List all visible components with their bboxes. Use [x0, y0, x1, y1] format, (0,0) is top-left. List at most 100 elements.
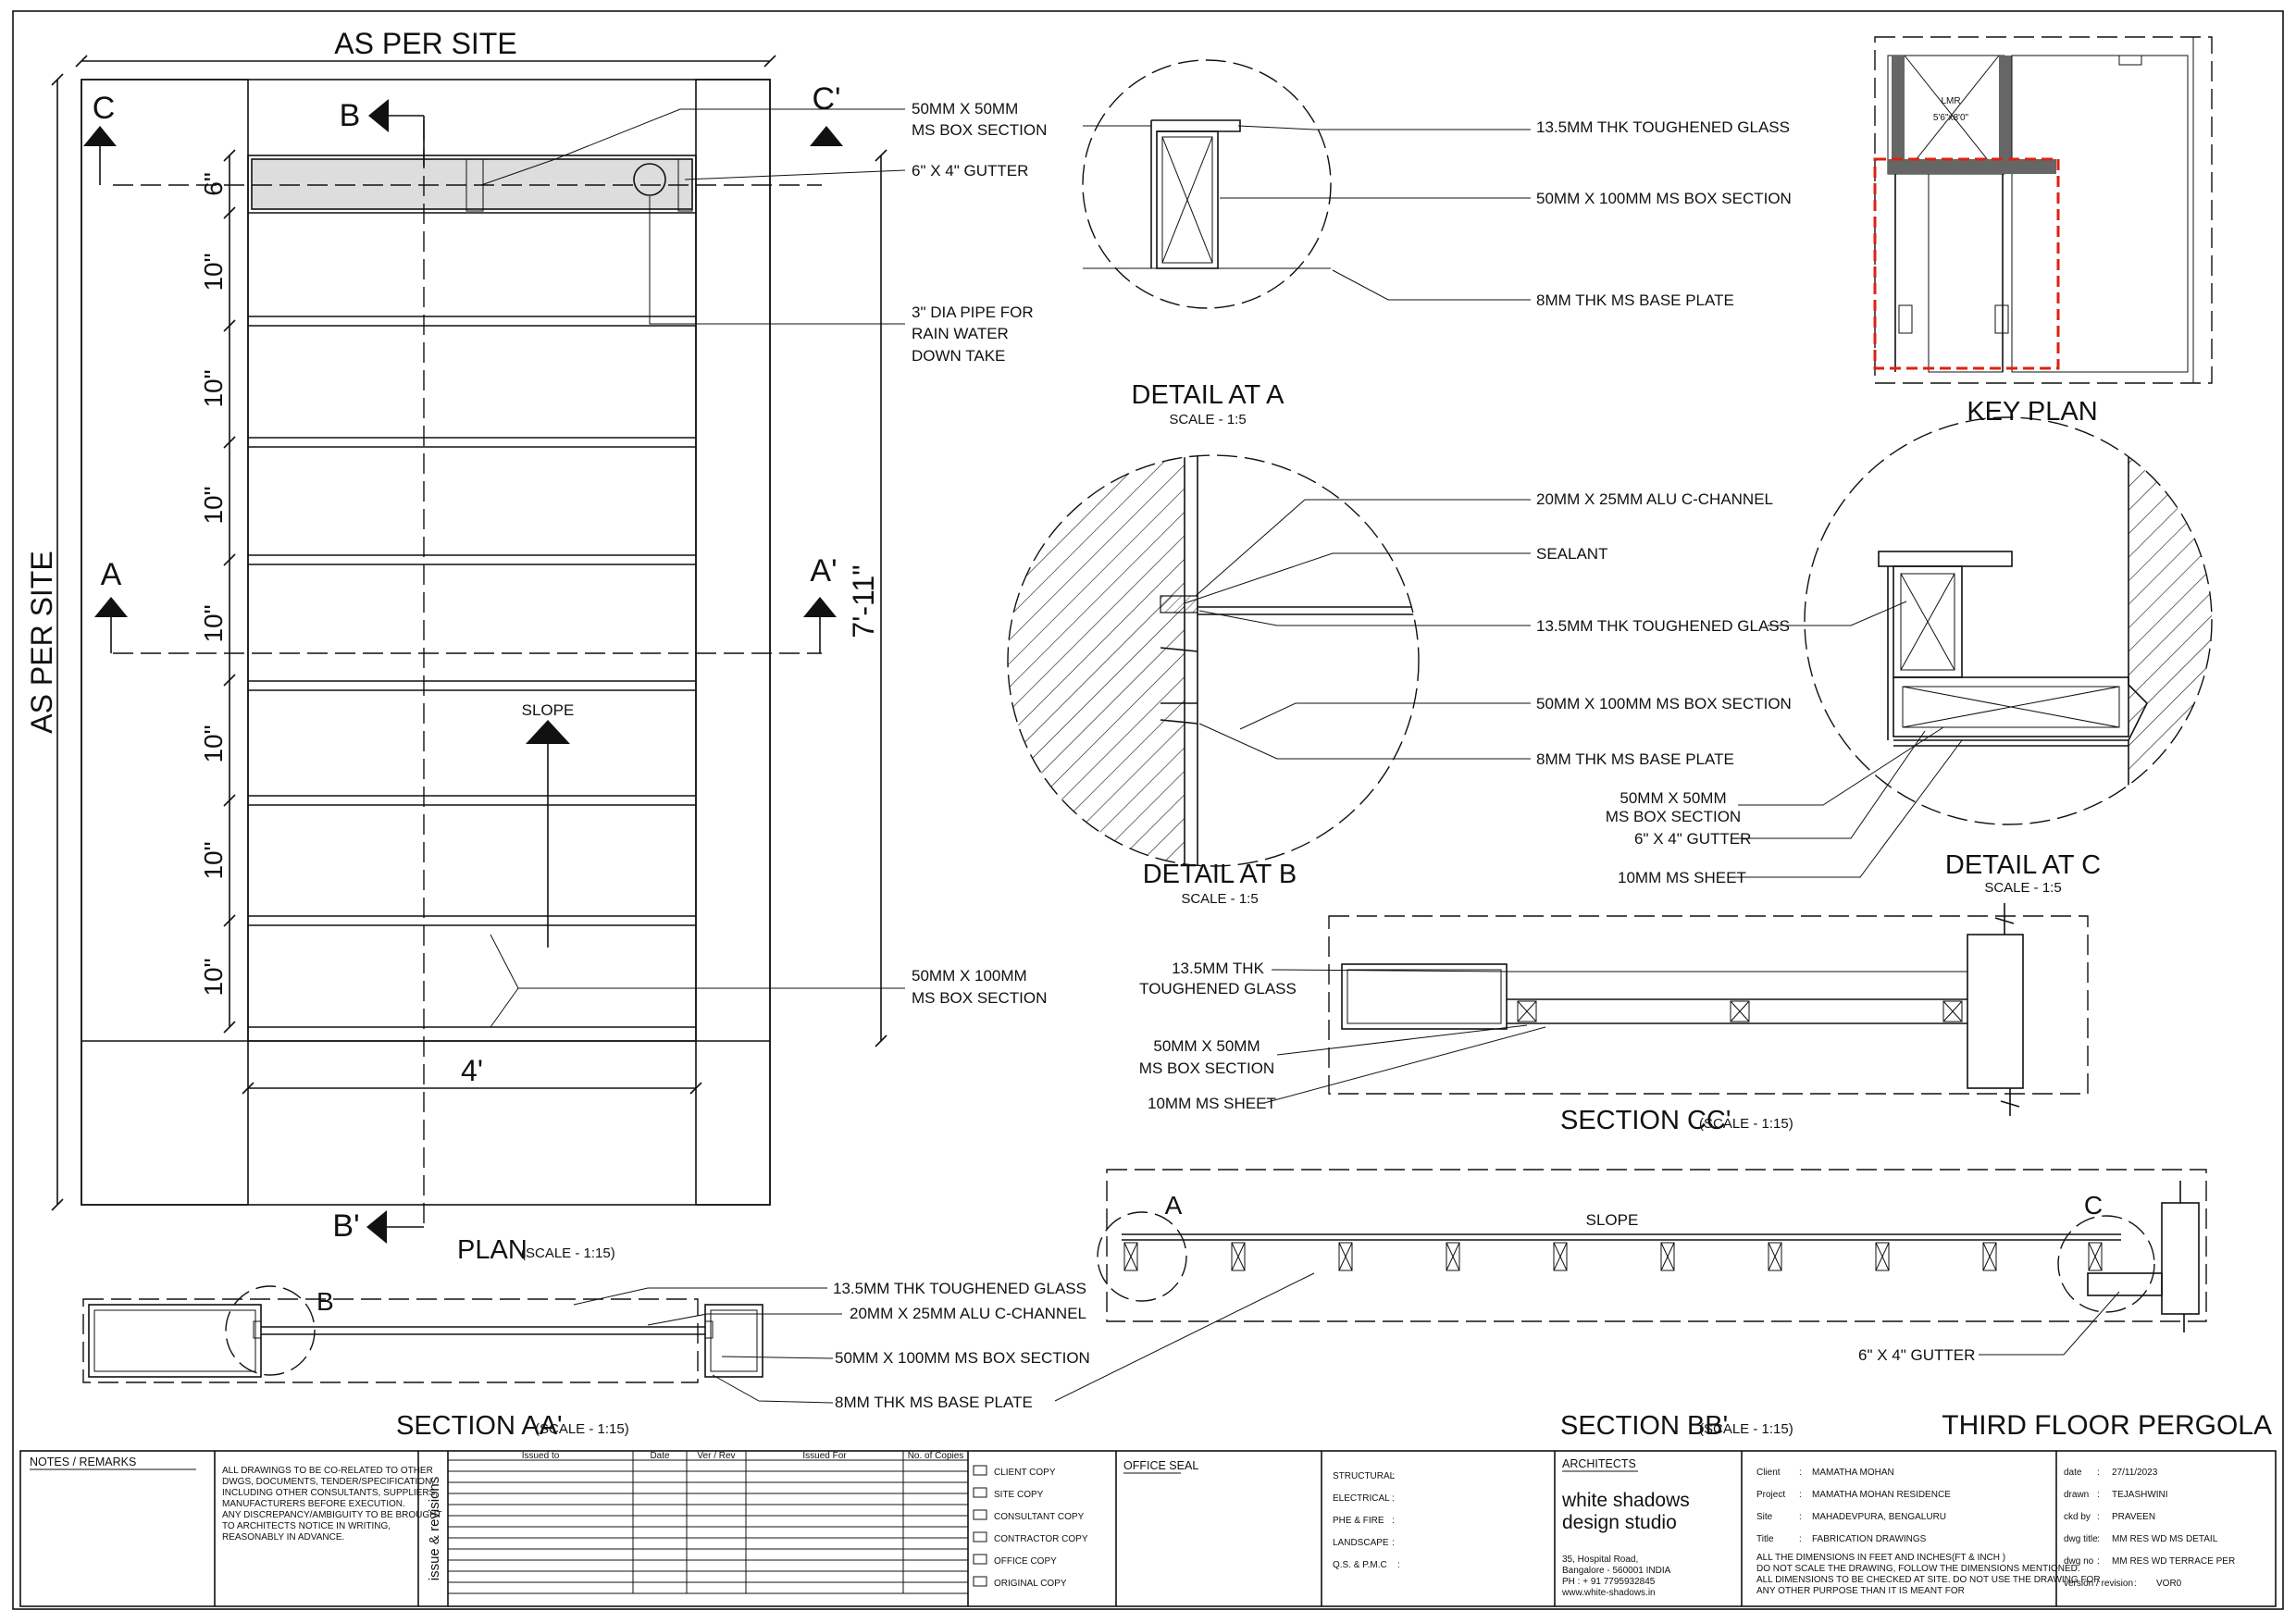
section-cc-title: SECTION CC' — [1560, 1106, 1731, 1135]
meta-label-dwg-title: dwg title — [2064, 1534, 2098, 1544]
note-line-6: TO ARCHITECTS NOTICE IN WRITING, — [222, 1521, 391, 1531]
copy-site: SITE COPY — [994, 1490, 1044, 1500]
checkbox-consultant-copy[interactable] — [973, 1509, 987, 1520]
dwg-no-value: MM RES WD TERRACE PER — [2112, 1556, 2235, 1567]
note-box100-2: MS BOX SECTION — [912, 989, 1047, 1007]
detail-c-note-3: 6" X 4" GUTTER — [1634, 830, 1751, 848]
detail-b-note-1: 20MM X 25MM ALU C-CHANNEL — [1536, 490, 1773, 508]
svg-text::: : — [2097, 1556, 2100, 1567]
issue-col-copies: No. of Copies — [908, 1451, 964, 1461]
disclaimer-1: ALL THE DIMENSIONS IN FEET AND INCHES(FT… — [1756, 1553, 2005, 1563]
client-value: MAMATHA MOHAN — [1812, 1468, 1894, 1478]
site-value: MAHADEVPURA, BENGALURU — [1812, 1512, 1946, 1522]
title-block: NOTES / REMARKS ALL DRAWINGS TO BE CO-RE… — [19, 1450, 2277, 1607]
svg-text::: : — [1799, 1468, 1802, 1478]
consultant-landscape: LANDSCAPE — [1333, 1538, 1389, 1548]
copy-office: OFFICE COPY — [994, 1556, 1057, 1567]
project-value: MAMATHA MOHAN RESIDENCE — [1812, 1490, 1951, 1500]
section-cc-note-2: TOUGHENED GLASS — [1139, 980, 1297, 997]
ckd-value: PRAVEEN — [2112, 1512, 2155, 1522]
detail-b-scale: SCALE - 1:5 — [1181, 891, 1258, 907]
note-box50-2: MS BOX SECTION — [912, 121, 1047, 139]
section-aa-note-3: 50MM X 100MM MS BOX SECTION — [835, 1349, 1090, 1367]
meta-label-ckd: ckd by — [2064, 1512, 2091, 1522]
section-bb-mark-c: C — [2084, 1191, 2103, 1220]
detail-b-note-2: SEALANT — [1536, 545, 1607, 563]
key-plan-title: KEY PLAN — [1967, 397, 2097, 427]
note-pipe-1: 3" DIA PIPE FOR — [912, 304, 1034, 321]
section-aa: B 13.5MM THK TOUGHENED GLASS 20MM X 25MM… — [82, 1272, 1315, 1441]
note-line-7: REASONABLY IN ADVANCE. — [222, 1532, 344, 1542]
info-label-site: Site — [1756, 1512, 1773, 1522]
key-plan-lmr-dim: 5'6"x8'0" — [1933, 113, 1969, 123]
bay-dim-6: 10" — [199, 725, 228, 762]
checkbox-contractor-copy[interactable] — [973, 1531, 987, 1542]
issue-col-issued-for: Issued For — [802, 1451, 847, 1461]
section-bb-mark-a: A — [1165, 1191, 1183, 1220]
disclaimer-2: DO NOT SCALE THE DRAWING, FOLLOW THE DIM… — [1756, 1564, 2080, 1574]
section-bb-slope: SLOPE — [1586, 1211, 1639, 1229]
checkbox-office-copy[interactable] — [973, 1554, 987, 1565]
svg-text::: : — [1392, 1471, 1395, 1481]
detail-b-note-3: 13.5MM THK TOUGHENED GLASS — [1536, 617, 1790, 635]
firm-name-2: design studio — [1562, 1512, 1677, 1533]
section-bb-gutter: 6" X 4" GUTTER — [1858, 1346, 1975, 1364]
bay-dim-7: 10" — [199, 841, 228, 879]
meta-label-dwg-no: dwg no — [2064, 1556, 2094, 1567]
date-value: 27/11/2023 — [2112, 1468, 2158, 1478]
address-1: 35, Hospital Road, — [1562, 1555, 1638, 1565]
bay-dim-8: 10" — [199, 958, 228, 996]
section-cc-note-4: MS BOX SECTION — [1139, 1059, 1274, 1077]
plan-outline — [81, 79, 771, 1206]
gutter-strip — [251, 158, 693, 210]
detail-a: 13.5MM THK TOUGHENED GLASS 50MM X 100MM … — [1082, 59, 1792, 427]
architects-label: ARCHITECTS — [1562, 1457, 1636, 1470]
note-box100-1: 50MM X 100MM — [912, 967, 1027, 985]
detail-a-title: DETAIL AT A — [1132, 380, 1285, 410]
section-cc-scale: (SCALE - 1:15) — [1699, 1116, 1793, 1132]
svg-text::: : — [1397, 1560, 1400, 1570]
detail-b-note-4: 50MM X 100MM MS BOX SECTION — [1536, 695, 1792, 712]
svg-text::: : — [2097, 1468, 2100, 1478]
consultant-electrical: ELECTRICAL — [1333, 1493, 1390, 1504]
section-cc-note-1: 13.5MM THK — [1172, 960, 1264, 977]
note-pipe-3: DOWN TAKE — [912, 347, 1005, 365]
key-plan-lmr: LMR — [1941, 96, 1960, 106]
issue-col-ver: Ver / Rev — [697, 1451, 735, 1461]
note-line-1: ALL DRAWINGS TO BE CO-RELATED TO OTHER — [222, 1466, 433, 1476]
slope-label: SLOPE — [522, 701, 575, 719]
checkbox-site-copy[interactable] — [973, 1487, 987, 1498]
svg-text::: : — [2097, 1512, 2100, 1522]
copy-contractor: CONTRACTOR COPY — [994, 1534, 1088, 1544]
issue-col-date: Date — [650, 1451, 670, 1461]
issue-label: issue & revisions — [427, 1477, 442, 1581]
section-bb-title: SECTION BB' — [1560, 1411, 1728, 1441]
bay-dim-4: 10" — [199, 486, 228, 524]
bay-dim-2: 10" — [199, 253, 228, 291]
plan-title: PLAN — [457, 1235, 527, 1265]
section-cc-note-5: 10MM MS SHEET — [1148, 1095, 1276, 1112]
section-aa-mark: B — [316, 1287, 334, 1316]
svg-text::: : — [2097, 1490, 2100, 1500]
side-dimension: AS PER SITE — [25, 551, 58, 733]
address-3: PH : + 91 7795932845 — [1562, 1577, 1656, 1587]
section-aa-note-4: 8MM THK MS BASE PLATE — [835, 1394, 1033, 1411]
section-bb-scale: (SCALE - 1:15) — [1699, 1421, 1793, 1437]
sheet-title: THIRD FLOOR PERGOLA — [1942, 1410, 2272, 1441]
detail-c-note-1: 50MM X 50MM — [1620, 789, 1726, 807]
plan-scale: (SCALE - 1:15) — [521, 1245, 615, 1261]
notes-label: NOTES / REMARKS — [30, 1456, 136, 1468]
info-label-title: Title — [1756, 1534, 1774, 1544]
width-dimension: 4' — [461, 1054, 483, 1087]
note-line-3: INCLUDING OTHER CONSULTANTS, SUPPLIERS, — [222, 1488, 438, 1498]
address-2: Bangalore - 560001 INDIA — [1562, 1566, 1671, 1576]
detail-c: 50MM X 50MM MS BOX SECTION 6" X 4" GUTTE… — [1606, 416, 2213, 896]
checkbox-client-copy[interactable] — [973, 1465, 987, 1476]
consultant-phe: PHE & FIRE — [1333, 1516, 1384, 1526]
mark-c: C — [93, 91, 116, 126]
note-line-2: DWGS, DOCUMENTS, TENDER/SPECIFICATION, — [222, 1477, 434, 1487]
checkbox-original-copy[interactable] — [973, 1576, 987, 1587]
dwg-title-value: MM RES WD MS DETAIL — [2112, 1534, 2218, 1544]
disclaimer-4: ANY OTHER PURPOSE THAN IT IS MEANT FOR — [1756, 1586, 1965, 1596]
